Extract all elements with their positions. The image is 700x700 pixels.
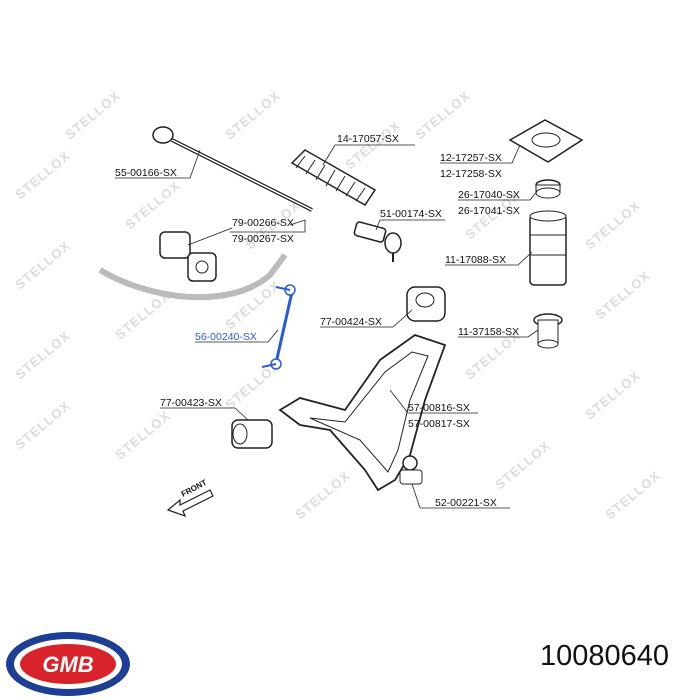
label-control-arm-a: 57-00816-SX <box>408 402 470 414</box>
watermark-text: STELLOX <box>602 468 663 523</box>
label-ball-joint: 52-00221-SX <box>435 497 497 509</box>
stabilizer-bar <box>98 253 288 301</box>
bump-stop-drawing <box>533 313 563 349</box>
label-tie-rod: 55-00166-SX <box>115 167 177 179</box>
label-dust-boot: 11-17088-SX <box>445 254 506 266</box>
watermark-text: STELLOX <box>582 368 643 423</box>
tie-rod-drawing <box>152 126 313 212</box>
gmb-logo: GMB <box>6 632 130 696</box>
watermark-text: STELLOX <box>12 328 73 383</box>
label-steering-boot: 14-17057-SX <box>337 133 399 145</box>
tie-rod-end-drawing <box>353 221 402 262</box>
watermark-text: STELLOX <box>112 408 173 463</box>
dust-boot-drawing <box>529 210 567 286</box>
rear-silent-block-drawing <box>406 286 446 322</box>
watermark-text: STELLOX <box>62 88 123 143</box>
label-stabilizer-link: 56-00240-SX <box>195 331 257 343</box>
label-bushing-b: 79-00267-SX <box>232 233 294 245</box>
label-bump-stop: 11-37158-SX <box>458 326 519 338</box>
ball-joint-drawing <box>399 455 423 485</box>
label-front-silent-block: 77-00423-SX <box>160 397 222 409</box>
watermark-text: STELLOX <box>12 238 73 293</box>
bearing-drawing <box>535 179 561 199</box>
watermark-text: STELLOX <box>492 438 553 493</box>
label-tie-rod-end: 51-00174-SX <box>380 208 442 220</box>
front-silent-block-drawing <box>231 419 273 449</box>
watermark-text: STELLOX <box>12 148 73 203</box>
watermark-text: STELLOX <box>592 268 653 323</box>
stabilizer-bushing-drawing <box>159 231 217 282</box>
watermark-text: STELLOX <box>582 198 643 253</box>
watermark-text: STELLOX <box>122 178 183 233</box>
part-number: 10080640 <box>540 640 670 672</box>
watermark-text: STELLOX <box>222 88 283 143</box>
label-bearing-a: 26-17040-SX <box>458 189 520 201</box>
label-control-arm-b: 57-00817-SX <box>408 418 470 430</box>
label-strut-mount-b: 12-17258-SX <box>440 168 502 180</box>
control-arm-drawing <box>278 334 447 492</box>
watermark-text: STELLOX <box>412 88 473 143</box>
label-rear-silent-block: 77-00424-SX <box>320 316 382 328</box>
label-strut-mount-a: 12-17257-SX <box>440 152 502 164</box>
strut-mount-drawing <box>508 119 584 163</box>
watermark-text: STELLOX <box>12 398 73 453</box>
part-labels: 55-00166-SX 14-17057-SX 12-17257-SX 12-1… <box>115 133 520 509</box>
watermark-text: STELLOX <box>292 468 353 523</box>
front-arrow: FRONT <box>166 478 214 518</box>
watermark-layer: STELLOX STELLOX STELLOX STELLOX STELLOX … <box>12 88 663 523</box>
label-bearing-b: 26-17041-SX <box>458 205 520 217</box>
stabilizer-link-drawing <box>261 284 296 370</box>
leader-lines <box>115 144 539 509</box>
steering-boot-drawing <box>290 149 377 207</box>
label-bushing-a: 79-00266-SX <box>232 217 294 229</box>
logo-text: GMB <box>42 652 93 677</box>
